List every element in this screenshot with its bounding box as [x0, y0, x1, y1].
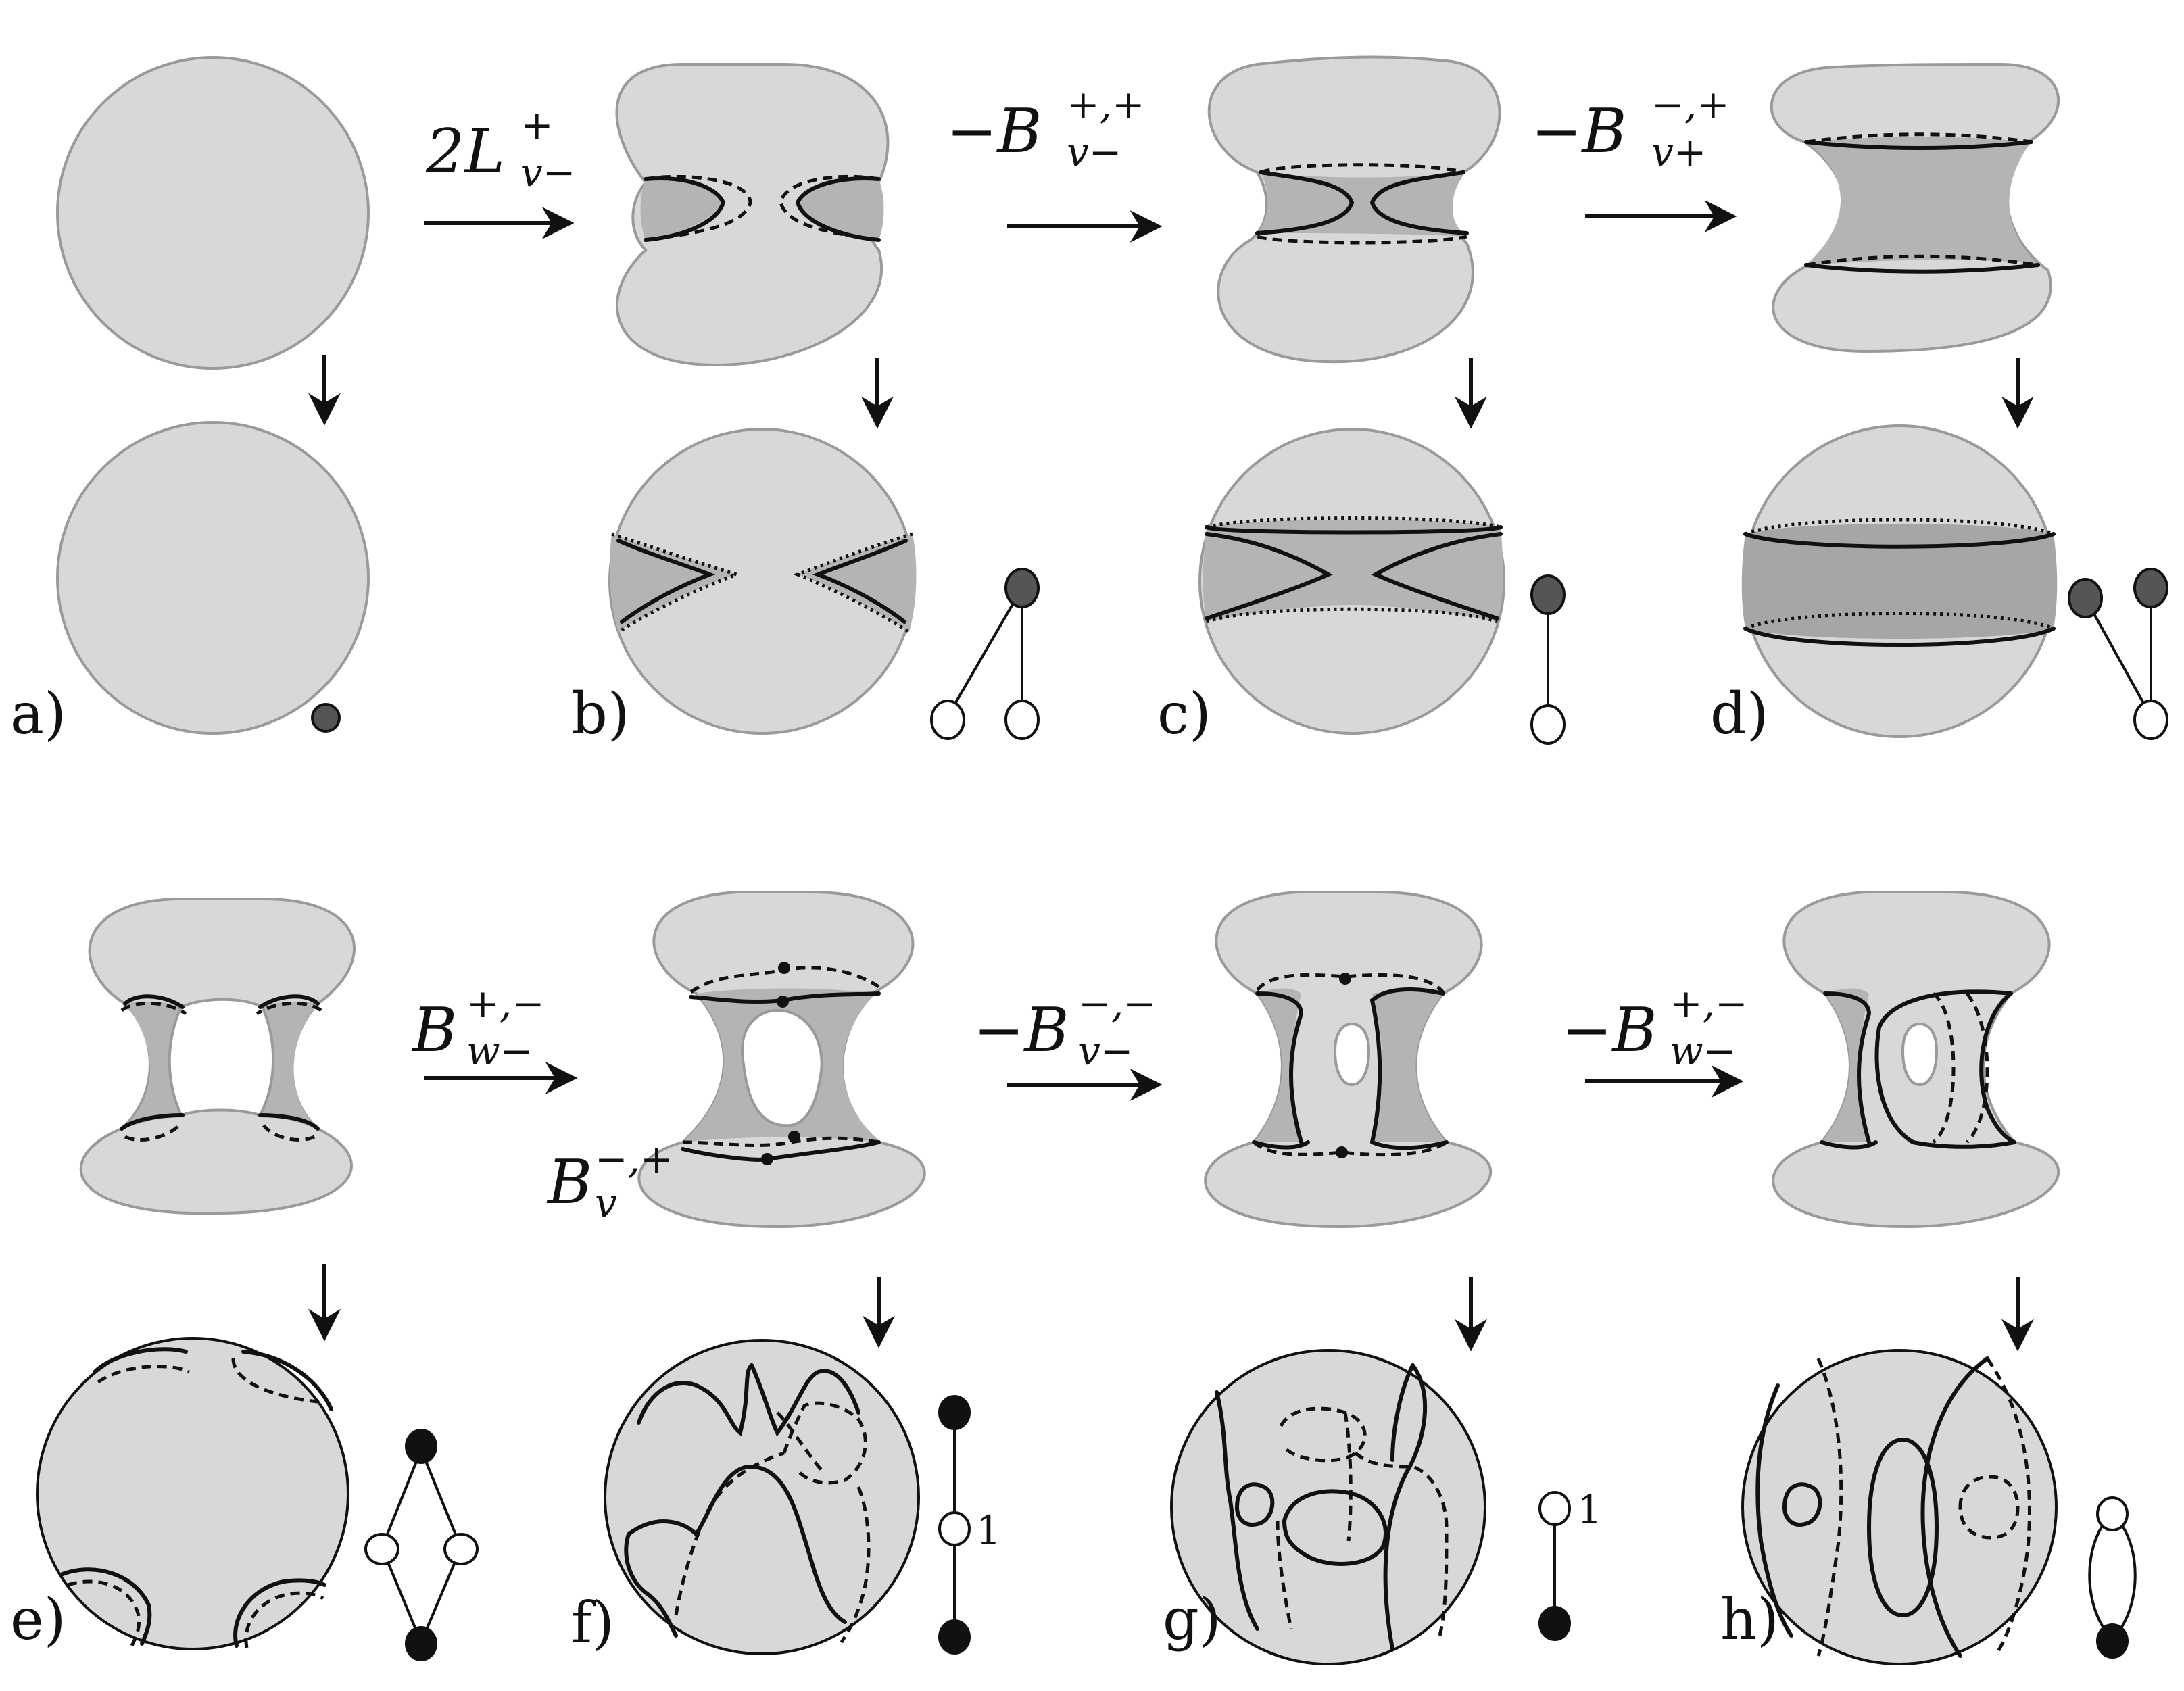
graph-g: 1: [1538, 1487, 1602, 1641]
panel-label-g: g): [1163, 1586, 1221, 1652]
svg-text:B: B: [546, 1147, 592, 1218]
panel-label-d: d): [1710, 681, 1769, 747]
svg-text:w−: w−: [1670, 1028, 1736, 1074]
svg-text:v+: v+: [1651, 129, 1706, 175]
graph-c: [1530, 574, 1566, 745]
panel-f-sphere: [604, 1339, 920, 1655]
graph-d: [2068, 568, 2168, 740]
panel-g-surface: [1204, 890, 1493, 1229]
operation-label-bc: −B +,+ v−: [946, 82, 1145, 175]
panel-h-surface: [1772, 890, 2060, 1229]
graph-b: [930, 568, 1040, 740]
panel-g-sphere: [1170, 1349, 1486, 1665]
panel-label-b: b): [571, 681, 630, 747]
panel-label-h: h): [1720, 1586, 1779, 1652]
panel-h-sphere: [1741, 1349, 2058, 1665]
node-label-g: 1: [1577, 1487, 1602, 1533]
graph-h: [2088, 1496, 2137, 1659]
panel-e-surface: [79, 898, 356, 1215]
panel-label-f: f): [571, 1590, 614, 1656]
svg-text:−B: −B: [1531, 96, 1627, 167]
svg-text:v−: v−: [1067, 129, 1121, 175]
svg-text:v−: v−: [1078, 1028, 1133, 1074]
panel-label-e: e): [10, 1586, 66, 1652]
svg-text:+: +: [520, 102, 554, 148]
panel-label-a: a): [10, 681, 66, 747]
svg-text:−B: −B: [1561, 995, 1657, 1066]
svg-text:+,−: +,−: [1670, 981, 1748, 1027]
svg-text:v: v: [595, 1180, 617, 1226]
svg-text:+,+: +,+: [1067, 82, 1145, 128]
graph-node: [311, 703, 341, 733]
panel-label-c: c): [1157, 681, 1211, 747]
graph-f: 1: [938, 1395, 1001, 1655]
svg-text:v−: v−: [520, 149, 575, 195]
operation-label-cd: −B −,+ v+: [1531, 82, 1730, 175]
operation-label-fg: −B −,− v−: [973, 981, 1157, 1074]
svg-text:+,−: +,−: [466, 981, 545, 1027]
operation-label-ef: B +,− w−: [411, 981, 545, 1074]
operation-label-ab: 2L + v−: [425, 102, 575, 195]
panel-b-sphere: [608, 428, 917, 735]
svg-text:2L: 2L: [425, 116, 505, 187]
panel-b-surface: [615, 62, 890, 367]
svg-text:−B: −B: [946, 96, 1042, 167]
panel-d-surface: [1770, 62, 2060, 353]
panel-f-surface: [637, 890, 926, 1229]
panel-a-surface: [56, 56, 370, 370]
svg-text:−,−: −,−: [1078, 981, 1157, 1027]
svg-text:−,+: −,+: [1651, 82, 1730, 128]
svg-text:B: B: [411, 995, 457, 1066]
operation-label-gh: −B +,− w−: [1561, 981, 1748, 1074]
panel-c-sphere: [1198, 428, 1505, 735]
panel-a-sphere: [56, 421, 370, 735]
svg-text:w−: w−: [466, 1028, 533, 1074]
svg-text:−,+: −,+: [595, 1136, 673, 1182]
annotation-f: B −,+ v: [546, 1136, 673, 1226]
graph-e: [364, 1429, 479, 1661]
node-label-f: 1: [976, 1507, 1001, 1553]
panel-e-sphere: [36, 1337, 349, 1650]
panel-c-surface: [1207, 55, 1501, 364]
svg-text:−B: −B: [973, 995, 1069, 1066]
panel-d-sphere: [1741, 424, 2058, 738]
